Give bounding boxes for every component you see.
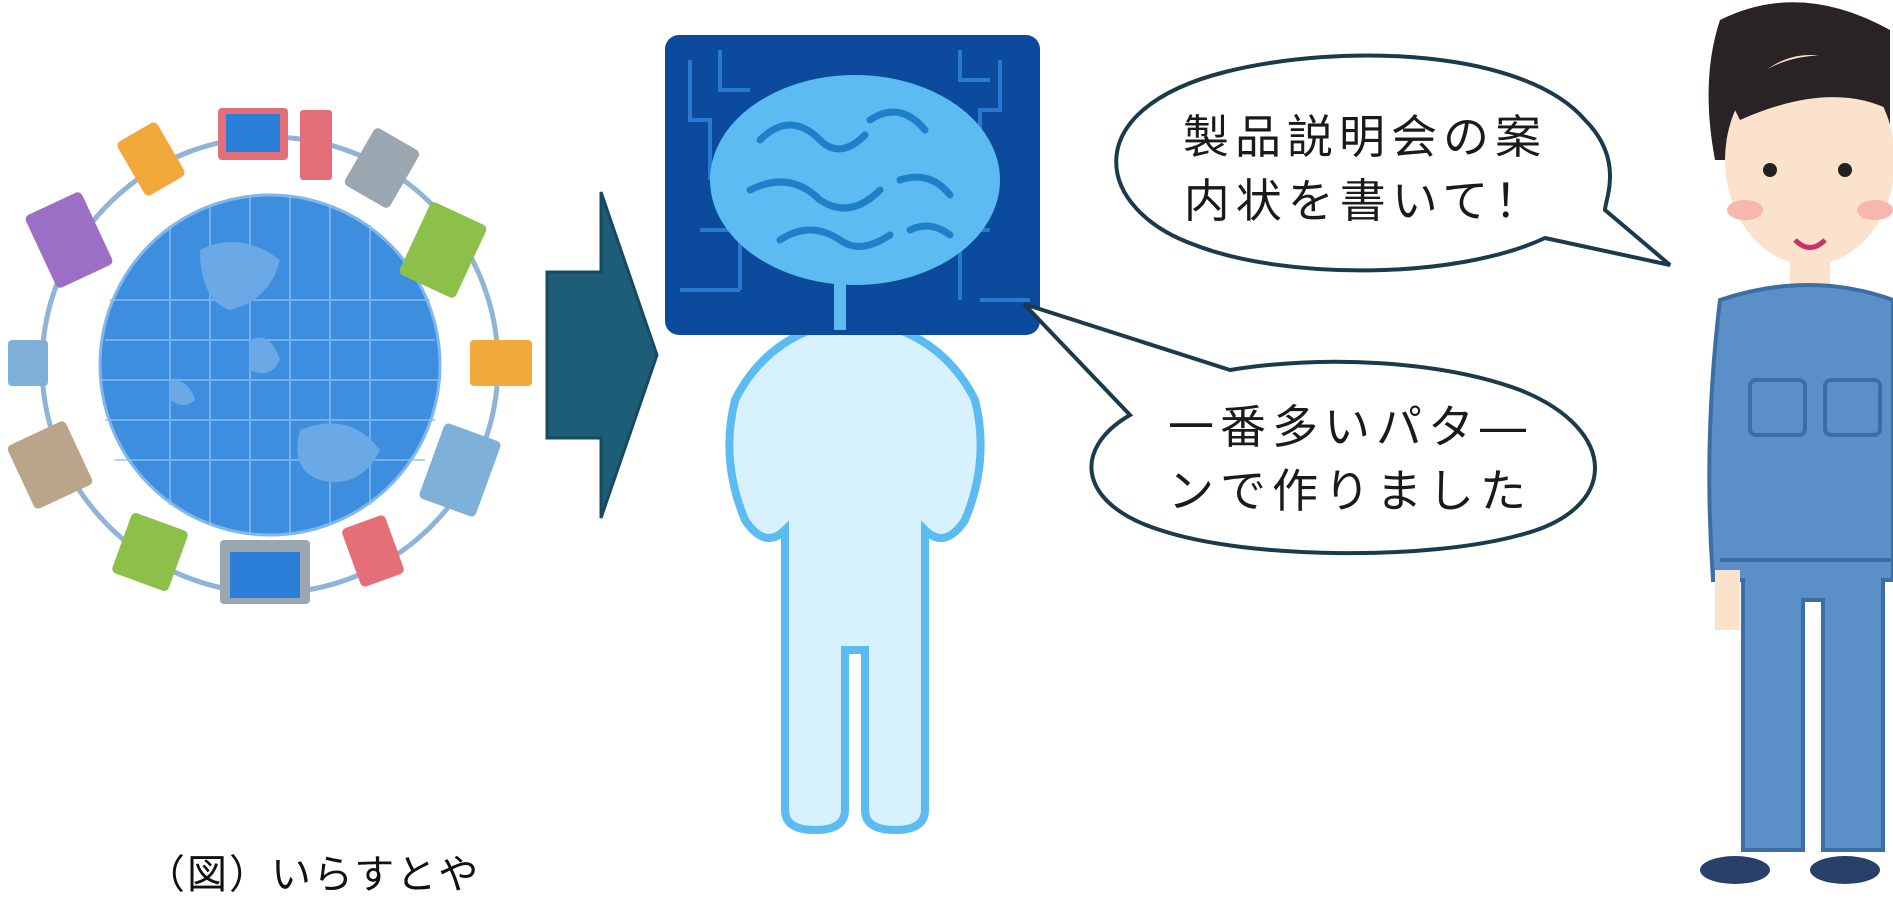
ai-reply-line2: ンで作りました — [1168, 464, 1532, 518]
ai-reply-line1: 一番多いパタ― — [1168, 400, 1532, 454]
ai-reply-bubble: 一番多いパタ― ンで作りました — [1020, 300, 1650, 560]
image-credit: （図）いらすとや — [145, 852, 481, 898]
ai-brain-figure — [660, 30, 1050, 840]
device-icons — [7, 108, 532, 604]
globe-network-illustration — [0, 100, 540, 620]
worker-woman-figure — [1660, 0, 1893, 888]
user-request-line2: 内状を書いて！ — [1183, 174, 1547, 228]
user-request-bubble: 製品説明会の案 内状を書いて！ — [1085, 50, 1685, 300]
process-arrow — [545, 190, 660, 520]
user-request-line1: 製品説明会の案 — [1183, 110, 1547, 164]
